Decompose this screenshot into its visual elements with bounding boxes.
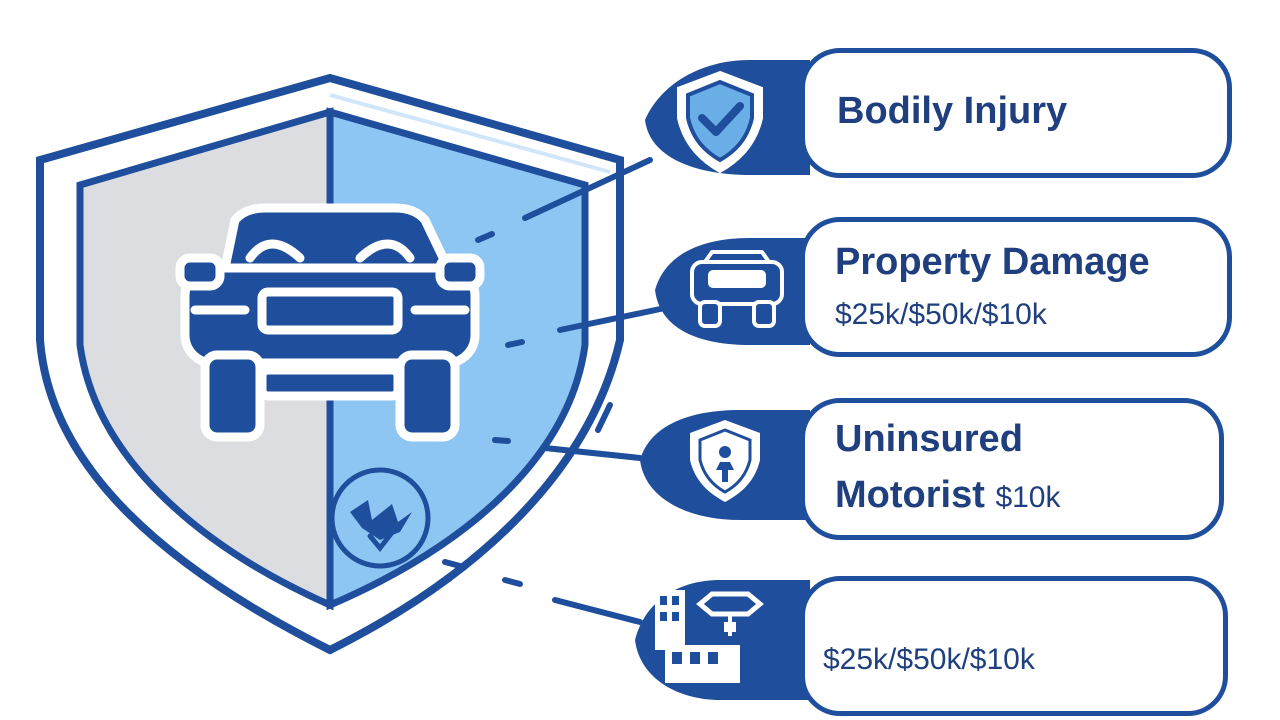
card3-icon-tab: [640, 410, 810, 520]
collision-badge-icon: [329, 467, 431, 569]
card-title-line2-text: Motorist: [835, 474, 985, 516]
card-value: $25k/$50k/$10k: [835, 298, 1047, 331]
card-bodily-injury: Bodily Injury: [800, 48, 1232, 178]
building-damage-icon: [655, 590, 764, 683]
card-title: Property Damage: [835, 241, 1150, 283]
car-icon: [690, 250, 784, 328]
shield-check-icon: [677, 70, 763, 174]
card1-icon-tab: [645, 60, 810, 175]
card-value: $25k/$50k/$10k: [823, 643, 1035, 676]
card-value: $10k: [995, 481, 1061, 514]
card4-icon-tab: [635, 580, 810, 700]
connector-lines: [442, 157, 668, 625]
card-uninsured-motorist: Uninsured Motorist $10k: [800, 398, 1224, 540]
shield-person-icon: [690, 420, 760, 502]
card-title-line2: Motorist $10k: [835, 474, 1061, 517]
card-coverage-4: $25k/$50k/$10k: [800, 576, 1228, 716]
card-title: Bodily Injury: [837, 90, 1068, 132]
card-property-damage: Property Damage $25k/$50k/$10k: [800, 217, 1232, 357]
car-in-shield-icon: [175, 203, 485, 442]
card2-icon-tab: [655, 238, 810, 345]
card-title-line1: Uninsured: [835, 418, 1023, 460]
